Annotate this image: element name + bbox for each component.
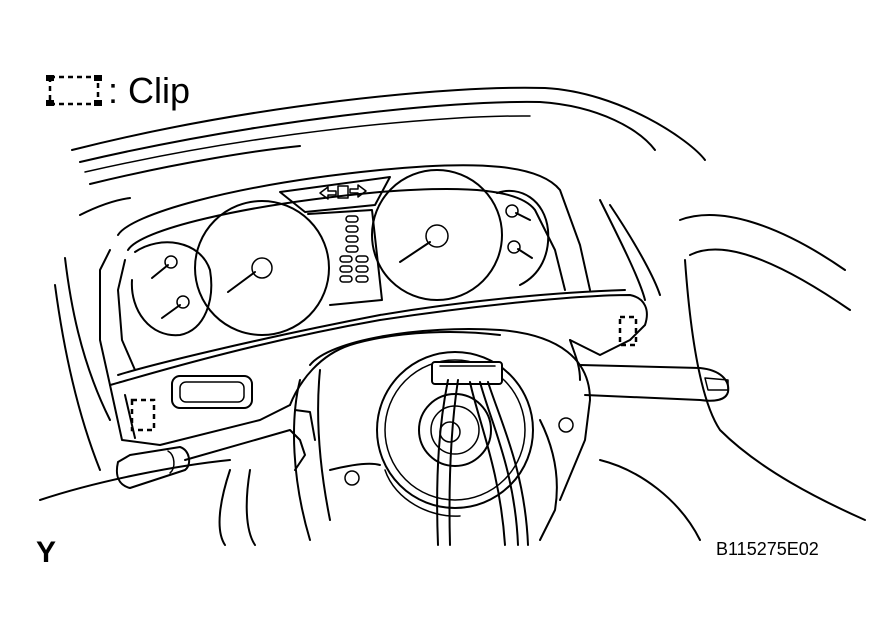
tachometer-gauge xyxy=(194,200,330,336)
cluster-lower-trim xyxy=(109,289,648,446)
left-small-gauges xyxy=(130,241,213,337)
left-combination-lever xyxy=(115,409,316,489)
clip-marker-left xyxy=(130,398,156,432)
spiral-cable xyxy=(376,351,534,517)
dashed-bracket-icon xyxy=(46,75,102,106)
view-letter: Y xyxy=(36,536,57,569)
figure-code: B115275E02 xyxy=(716,539,819,559)
steering-column-cover xyxy=(218,328,591,546)
wire-harness xyxy=(436,379,529,546)
meter-hood xyxy=(99,164,591,386)
dashboard-outline xyxy=(54,86,866,521)
legend-label: Clip xyxy=(128,70,191,111)
clip-marker-right xyxy=(618,315,638,347)
right-small-gauges xyxy=(496,189,550,286)
center-display xyxy=(279,176,391,306)
lower-panel-edge xyxy=(39,459,701,541)
speedometer-gauge xyxy=(371,169,503,301)
legend-separator: : xyxy=(108,70,119,111)
